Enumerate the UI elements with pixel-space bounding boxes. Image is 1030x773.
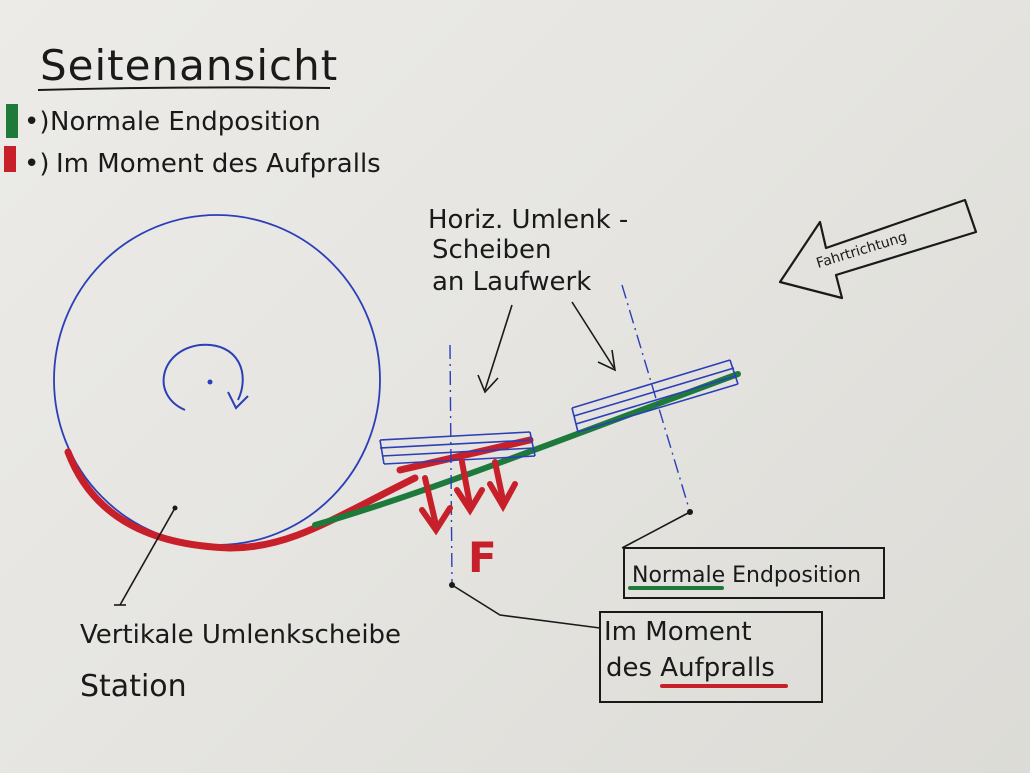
diagram-title: Seitenansicht [40, 41, 338, 90]
legend-red-swatch [4, 146, 16, 172]
leader-impact [451, 584, 601, 629]
vertical-pulley-label-line1: Vertikale Umlenkscheibe [80, 620, 401, 650]
title-underline [37, 86, 331, 91]
leader-normal [621, 511, 691, 549]
vertical-pulley-label-line2: Station [80, 669, 187, 704]
pointer-vertical-pulley [119, 507, 176, 606]
impact-cable-red [64, 448, 419, 552]
legend-red-marker: •) [24, 149, 49, 179]
legend-green-marker: •) [24, 107, 49, 137]
rotation-arrow [162, 343, 244, 411]
pointer-left-head [477, 374, 499, 394]
pointer-vertical-dot [172, 505, 178, 511]
pointer-left-pulley [484, 304, 513, 391]
force-label: F [468, 533, 497, 582]
legend-green-label: Normale Endposition [50, 107, 321, 137]
impact-cable-segment [396, 436, 534, 474]
normal-cable-green [312, 371, 741, 528]
box-normal-label: Normale Endposition [632, 563, 861, 588]
horiz-pulley-label-line3: an Laufwerk [432, 267, 591, 297]
pointer-right-head [597, 349, 617, 372]
axis-normal [621, 284, 691, 513]
legend-green-swatch [6, 104, 18, 138]
box-impact-label-line1: Im Moment [604, 617, 752, 647]
rotation-arrowhead [227, 391, 249, 410]
box-impact-moment [599, 611, 823, 703]
force-arrows [419, 459, 518, 536]
box-normal-position [623, 547, 885, 599]
axis-impact [449, 344, 453, 586]
vertical-pulley [53, 214, 381, 546]
pulley-center-dot [207, 379, 213, 385]
legend-red-label: Im Moment des Aufpralls [56, 149, 381, 179]
horiz-pulley-label-line2: Scheiben [432, 235, 551, 265]
horiz-pulley-label-line1: Horiz. Umlenk - [428, 205, 628, 235]
direction-arrow: Fahrtrichtung [778, 198, 978, 300]
pointer-right-pulley [571, 301, 615, 369]
box-impact-label-line2: des Aufpralls [606, 653, 775, 683]
horizontal-pulley-left [379, 431, 536, 465]
